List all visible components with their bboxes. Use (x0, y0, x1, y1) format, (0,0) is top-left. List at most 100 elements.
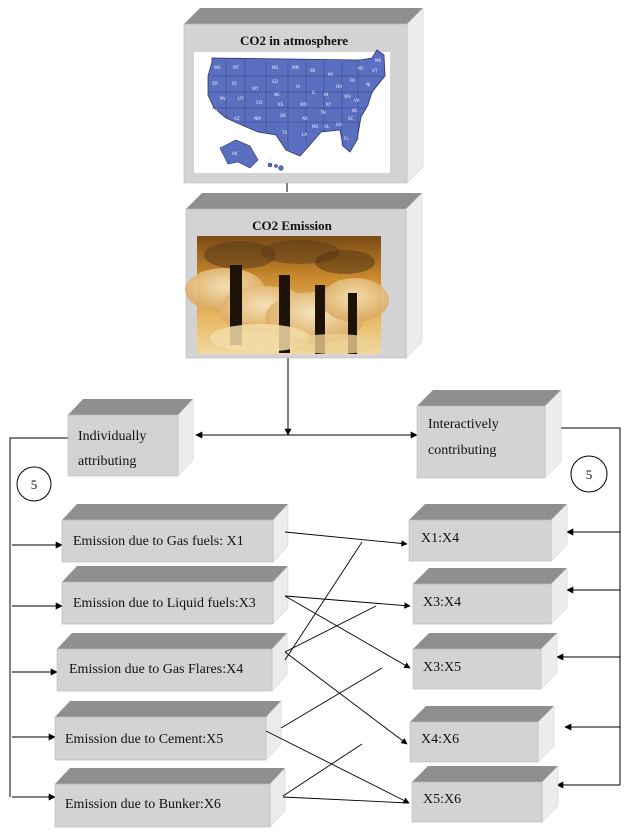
link-x4-to-x4x6 (284, 651, 408, 745)
emission-x1-label: Emission due to Gas fuels: X1 (73, 534, 244, 549)
link-x4-to-x3x4 (284, 605, 377, 653)
atmosphere-title: CO2 in atmosphere (240, 33, 348, 48)
smokestacks-image (185, 236, 389, 354)
interactively-contributing-box: Interactively contributing (416, 389, 562, 479)
interaction-x3x4-box: X3:X4 (412, 567, 568, 625)
svg-text:SD: SD (272, 79, 278, 84)
svg-text:IA: IA (296, 84, 300, 89)
interaction-x5x6-box: X5:X6 (411, 765, 559, 823)
svg-text:TN: TN (319, 110, 326, 115)
emission-x5-label: Emission due to Cement:X5 (65, 732, 223, 747)
emission-box-side (405, 192, 423, 359)
svg-text:GA: GA (336, 122, 342, 127)
emission-x6-box: Emission due to Bunker:X6 (54, 767, 286, 828)
atmosphere-box: CO2 in atmosphere (183, 7, 424, 184)
svg-text:CA: CA (212, 108, 218, 113)
left-count-circle: 5 (16, 466, 52, 502)
emission-x6-label: Emission due to Bunker:X6 (65, 797, 221, 812)
emission-x3-box: Emission due to Liquid fuels:X3 (61, 565, 289, 625)
svg-text:VT: VT (372, 68, 378, 73)
svg-text:5: 5 (586, 467, 593, 482)
svg-text:ID: ID (232, 81, 236, 86)
svg-text:IL: IL (312, 90, 316, 95)
right-count-circle: 5 (570, 455, 608, 493)
svg-text:AL: AL (324, 124, 330, 129)
svg-text:OR: OR (212, 81, 218, 86)
alaska-shape (219, 139, 259, 169)
interaction-x3x5-box: X3:X5 (412, 632, 558, 690)
interaction-x4x6-label: X4:X6 (421, 732, 459, 747)
svg-text:ME: ME (375, 58, 382, 63)
svg-text:NM: NM (254, 116, 261, 121)
emission-x1-box: Emission due to Gas fuels: X1 (61, 503, 289, 563)
hawaii-shape (267, 162, 284, 171)
svg-text:NV: NV (220, 96, 226, 101)
svg-text:NY: NY (358, 66, 364, 71)
svg-text:MI: MI (328, 72, 333, 77)
svg-text:TX: TX (281, 130, 288, 135)
svg-text:NJ: NJ (366, 82, 370, 87)
emission-x3-label: Emission due to Liquid fuels:X3 (73, 596, 256, 611)
svg-text:WV: WV (344, 94, 351, 99)
left-bracket (9, 437, 68, 797)
emission-x4-label: Emission due to Gas Flares:X4 (69, 662, 243, 677)
svg-text:AK: AK (232, 151, 238, 156)
connector-lines (9, 183, 621, 801)
svg-text:SC: SC (348, 116, 354, 121)
individually-attributing-box: Individually attributing (67, 398, 194, 477)
svg-text:HI: HI (268, 156, 272, 161)
atmosphere-box-side (406, 7, 424, 184)
svg-text:MT: MT (233, 65, 240, 70)
svg-text:IN: IN (324, 92, 328, 97)
map-state-labels: WA MT ND MN WI MI NY ME OR ID SD IA IL O… (212, 58, 382, 161)
svg-text:WI: WI (310, 68, 315, 73)
svg-text:KY: KY (326, 102, 332, 107)
interaction-x4x6-box: X4:X6 (409, 705, 555, 763)
link-x3-to-x3x5 (284, 595, 411, 669)
link-x1-to-x1x4 (284, 531, 408, 547)
svg-text:FL: FL (344, 136, 349, 141)
svg-text:5: 5 (31, 477, 38, 492)
interaction-x1x4-label: X1:X4 (421, 531, 459, 546)
emission-x4-box: Emission due to Gas Flares:X4 (56, 632, 288, 692)
svg-text:LA: LA (302, 132, 307, 137)
individually-line2: attributing (78, 454, 136, 469)
svg-text:UT: UT (238, 96, 244, 101)
emission-box-top (186, 193, 422, 209)
interactively-line1: Interactively (428, 417, 499, 432)
interaction-x3x5-label: X3:X5 (423, 660, 461, 675)
svg-text:OK: OK (280, 113, 286, 118)
svg-text:NE: NE (274, 92, 280, 97)
link-x6-to-x4x6 (282, 743, 363, 797)
us-map-image: WA MT ND MN WI MI NY ME OR ID SD IA IL O… (207, 49, 386, 171)
interaction-x5x6-label: X5:X6 (423, 792, 461, 807)
cross-connections (265, 531, 411, 804)
svg-text:WY: WY (252, 86, 259, 91)
svg-text:KS: KS (278, 102, 284, 107)
right-bracket (555, 427, 621, 785)
svg-text:MS: MS (312, 124, 319, 129)
svg-text:MO: MO (300, 102, 308, 107)
link-x6-to-x5x6 (282, 796, 410, 804)
interaction-x1x4-box: X1:X4 (408, 503, 568, 562)
individually-line1: Individually (78, 429, 146, 444)
interaction-x3x4-label: X3:X4 (423, 595, 461, 610)
link-x4-to-x1x4 (284, 541, 363, 661)
svg-text:WA: WA (214, 65, 221, 70)
link-x5-to-x5x6 (265, 730, 410, 804)
svg-text:CO: CO (256, 100, 263, 105)
svg-text:MN: MN (292, 65, 299, 70)
interactively-line2: contributing (428, 443, 496, 458)
emission-box: CO2 Emission (185, 192, 423, 359)
emission-title: CO2 Emission (252, 218, 333, 233)
svg-text:ND: ND (272, 65, 278, 70)
svg-text:OH: OH (336, 84, 342, 89)
emission-x5-box: Emission due to Cement:X5 (54, 700, 282, 761)
svg-text:PA: PA (350, 78, 355, 83)
svg-text:VA: VA (354, 98, 360, 103)
svg-text:AZ: AZ (234, 116, 240, 121)
link-x3-to-x3x4 (284, 595, 411, 609)
svg-text:NC: NC (352, 108, 358, 113)
link-x5-to-x3x5 (280, 667, 383, 729)
